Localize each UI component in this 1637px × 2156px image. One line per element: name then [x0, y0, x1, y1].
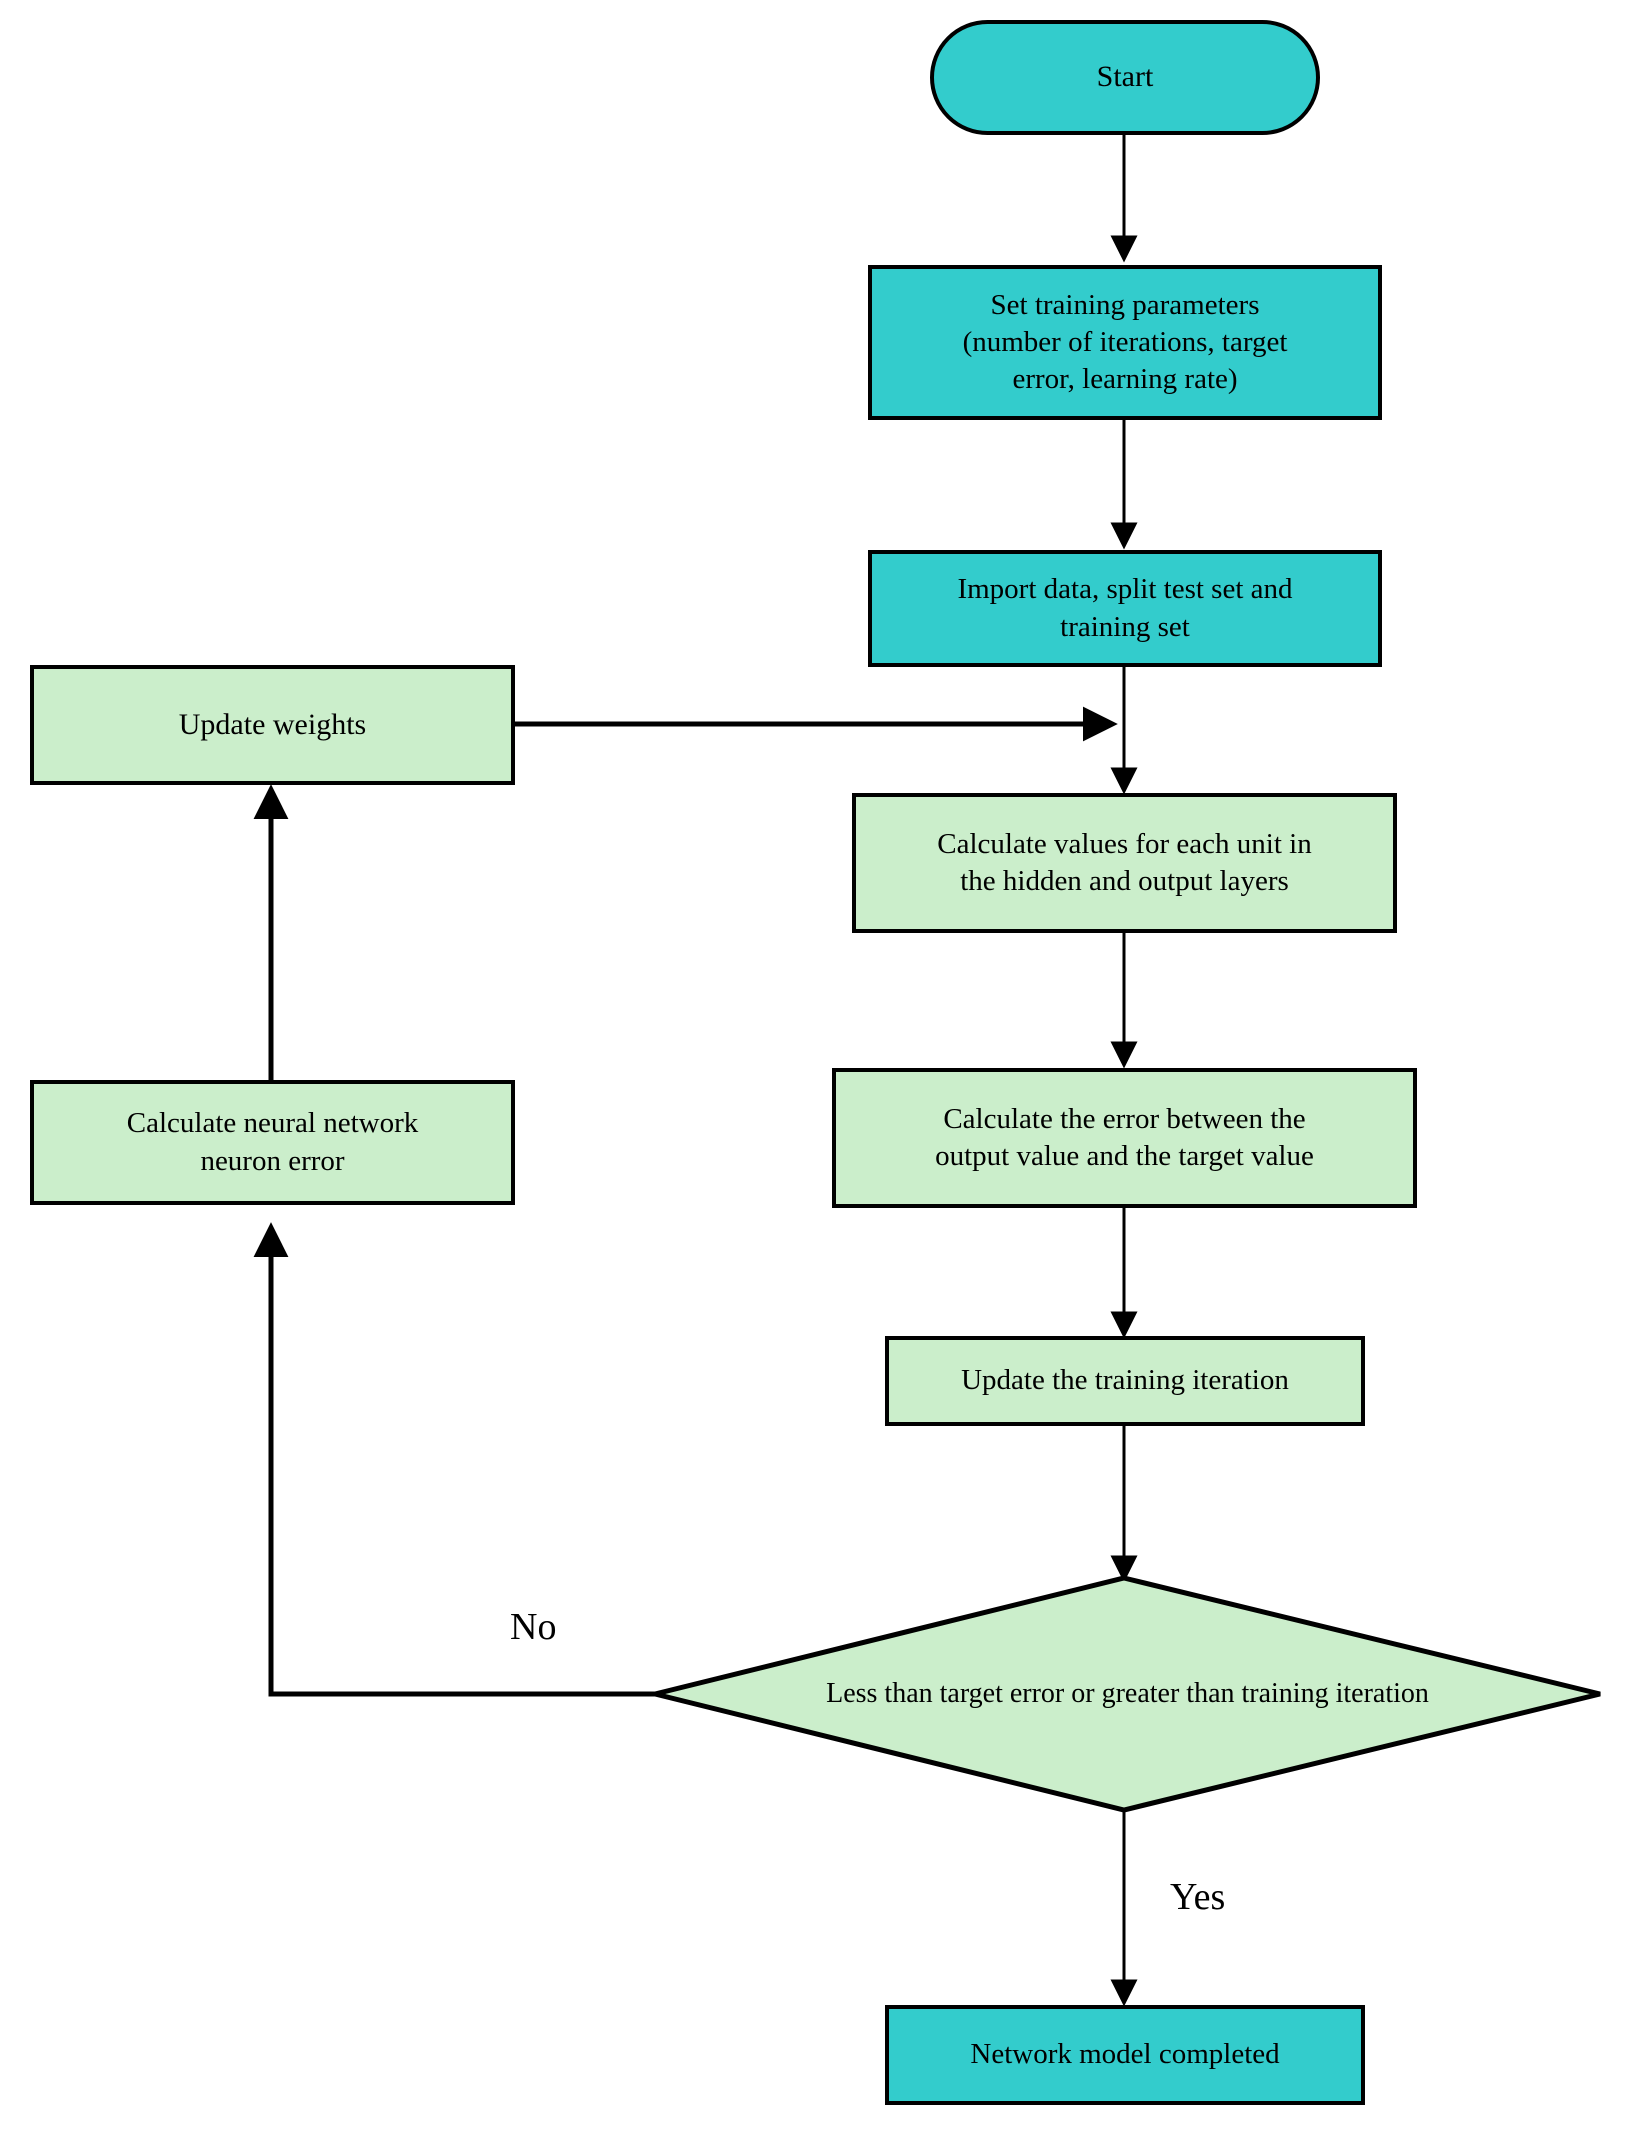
node-import-data[interactable]: Import data, split test set and training…: [868, 550, 1382, 667]
edge-label-no: No: [510, 1606, 557, 1648]
decision-diamond-shape[interactable]: [654, 1575, 1601, 1813]
node-calculate-neuron-error[interactable]: Calculate neural network neuron error: [30, 1080, 515, 1205]
node-decision-label: Less than target error or greater than t…: [826, 1678, 1429, 1709]
edge-decision-no-to-neuron-error: [253, 1222, 655, 1697]
node-calculate-neuron-error-label: Calculate neural network neuron error: [126, 1107, 419, 1177]
node-network-model-completed-label: Network model completed: [970, 2038, 1280, 2071]
node-calculate-error-label: Calculate the error between the output v…: [935, 1102, 1314, 1172]
node-set-training-parameters-label: Set training parameters (number of itera…: [962, 288, 1288, 396]
node-calculate-error[interactable]: Calculate the error between the output v…: [832, 1068, 1417, 1208]
node-start[interactable]: Start: [930, 20, 1320, 135]
node-update-training-iteration-label: Update the training iteration: [961, 1364, 1289, 1397]
node-set-training-parameters[interactable]: Set training parameters (number of itera…: [868, 265, 1382, 420]
node-network-model-completed[interactable]: Network model completed: [885, 2005, 1365, 2105]
node-calculate-values-label: Calculate values for each unit in the hi…: [937, 827, 1312, 897]
edge-label-yes: Yes: [1170, 1876, 1226, 1918]
node-start-label: Start: [1096, 60, 1154, 94]
node-decision: Less than target error or greater than t…: [655, 1578, 1600, 1810]
node-import-data-label: Import data, split test set and training…: [957, 573, 1293, 643]
node-update-training-iteration[interactable]: Update the training iteration: [885, 1336, 1365, 1426]
node-calculate-values[interactable]: Calculate values for each unit in the hi…: [852, 793, 1397, 933]
node-update-weights-label: Update weights: [178, 707, 367, 741]
node-update-weights[interactable]: Update weights: [30, 665, 515, 785]
